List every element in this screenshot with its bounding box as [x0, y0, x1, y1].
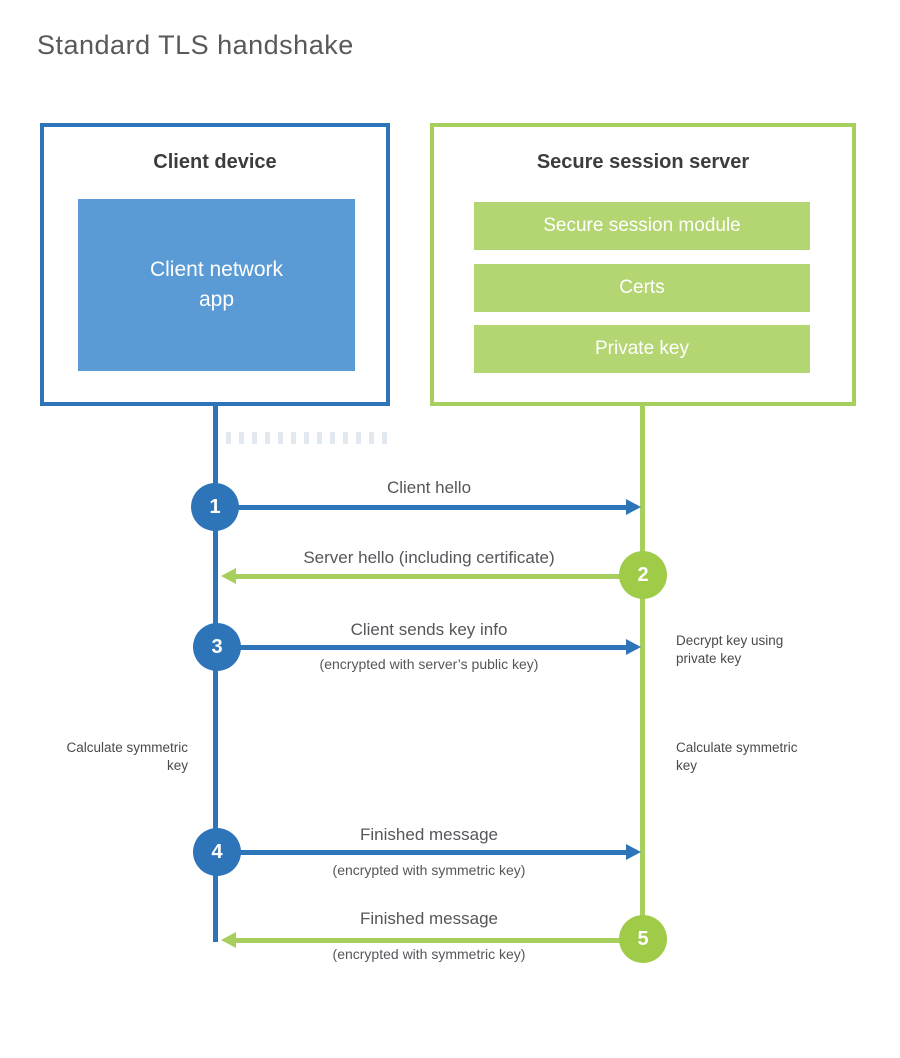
faint-dashes-artifact: [226, 432, 388, 444]
server-module-label: Secure session module: [543, 215, 741, 236]
client-network-app-box: Client network app: [78, 199, 355, 371]
server-title: Secure session server: [536, 151, 750, 173]
step-number: 1: [209, 495, 221, 518]
client-device-box: Client device Client network app: [40, 123, 390, 406]
message-1-label: Client hello: [386, 478, 472, 497]
arrowhead-right-icon: [626, 639, 641, 655]
note-calculate-symmetric-left: Calculate symmetric key: [66, 740, 188, 773]
arrowhead-right-icon: [626, 499, 641, 515]
server-module-label: Private key: [595, 338, 689, 359]
step-number: 2: [637, 563, 649, 586]
server-lifeline: [640, 406, 645, 939]
server-module-private-key: Private key: [474, 325, 810, 373]
message-1-arrow: [215, 505, 627, 510]
step-circle-2: 2: [619, 551, 667, 599]
client-device-title: Client device: [153, 151, 277, 173]
message-4-sublabel: (encrypted with symmetric key): [332, 862, 526, 878]
server-module-certs: Certs: [474, 264, 810, 312]
arrowhead-left-icon: [221, 568, 236, 584]
server-module-label: Certs: [619, 277, 665, 298]
arrowhead-left-icon: [221, 932, 236, 948]
note-decrypt-key: Decrypt key using private key: [676, 633, 784, 666]
message-5-label: Finished message: [360, 909, 498, 928]
step-number: 4: [211, 840, 223, 863]
server-module-secure-session: Secure session module: [474, 202, 810, 250]
step-number: 3: [211, 635, 223, 658]
message-4-label: Finished message: [360, 825, 498, 844]
message-5-sublabel: (encrypted with symmetric key): [332, 946, 526, 962]
message-3-arrow: [217, 645, 627, 650]
message-3-label: Client sends key info: [350, 620, 508, 639]
step-circle-4: 4: [193, 828, 241, 876]
client-lifeline: [213, 406, 218, 942]
page-title: Standard TLS handshake: [37, 30, 354, 60]
message-3-sublabel: (encrypted with server’s public key): [319, 656, 539, 672]
note-calculate-symmetric-right: Calculate symmetric key: [676, 740, 798, 773]
step-circle-1: 1: [191, 483, 239, 531]
step-circle-3: 3: [193, 623, 241, 671]
server-box: Secure session server Secure session mod…: [430, 123, 856, 406]
message-2-label: Server hello (including certificate): [303, 548, 555, 567]
message-5-arrow: [236, 938, 643, 943]
message-4-arrow: [217, 850, 627, 855]
step-number: 5: [637, 927, 649, 950]
arrowhead-right-icon: [626, 844, 641, 860]
step-circle-5: 5: [619, 915, 667, 963]
client-network-app-label: Client network app: [149, 257, 284, 311]
message-2-arrow: [236, 574, 643, 579]
